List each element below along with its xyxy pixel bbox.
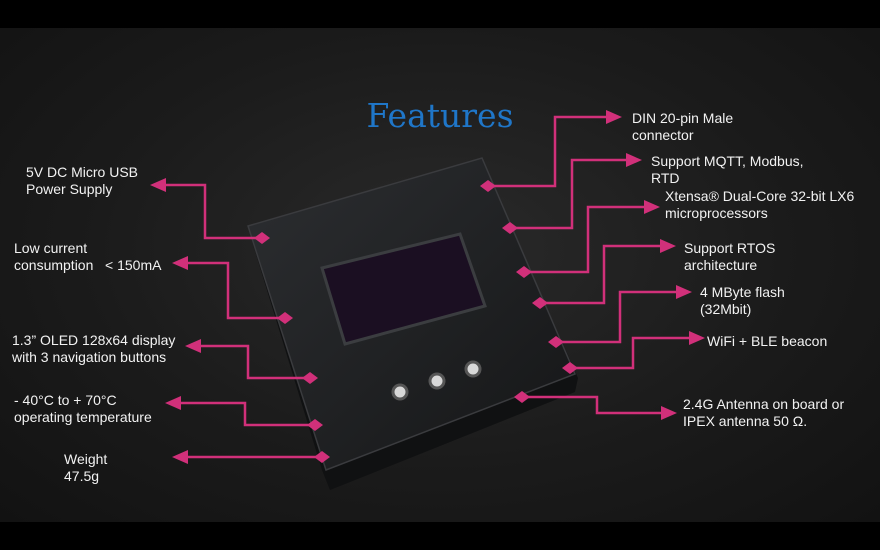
feature-line: microprocessors (665, 205, 768, 221)
feature-line: RTD (651, 170, 680, 186)
feature-line: connector (632, 127, 694, 143)
connector-line (522, 395, 665, 415)
feature-line: Power Supply (26, 181, 113, 197)
feature-line: 1.3” OLED 128x64 display (12, 332, 176, 348)
feature-line: - 40°C to + 70°C (14, 392, 117, 408)
device-photo (247, 157, 578, 490)
arrowhead-icon (676, 285, 692, 299)
feature-line: Xtensa® Dual-Core 32-bit LX6 (665, 188, 855, 204)
feature-line: Support RTOS (684, 240, 776, 256)
feature-line: (32Mbit) (700, 301, 752, 317)
nav-button-2 (428, 372, 446, 390)
feature-line: 4 MByte flash (700, 284, 785, 300)
arrowhead-icon (689, 331, 705, 345)
connector-line (197, 344, 310, 380)
feature-line: 2.4G Antenna on board or (683, 396, 845, 412)
feature-line: architecture (684, 257, 758, 273)
feature-line: IPEX antenna 50 Ω. (683, 413, 808, 429)
diamond-marker-icon (516, 266, 532, 278)
diamond-marker-icon (480, 180, 496, 192)
feature-line: with 3 navigation buttons (12, 349, 167, 365)
connector-line (184, 261, 285, 320)
nav-button-3 (464, 360, 482, 378)
feature-line: DIN 20-pin Male (632, 110, 734, 126)
diamond-marker-icon (514, 391, 530, 403)
arrowhead-icon (172, 256, 188, 270)
diamond-marker-icon (302, 372, 318, 384)
arrowhead-icon (661, 406, 677, 420)
connector-line (524, 205, 648, 274)
diamond-marker-icon (562, 362, 578, 374)
connector-line (488, 115, 610, 188)
arrowhead-icon (185, 339, 201, 353)
diamond-marker-icon (254, 232, 270, 244)
page-title: Features (366, 96, 514, 135)
connector-line (510, 158, 630, 230)
nav-button-1 (391, 383, 409, 401)
feature-line: Low current (14, 240, 88, 256)
connector-line (540, 244, 664, 305)
diamond-marker-icon (314, 451, 330, 463)
arrowhead-icon (150, 178, 166, 192)
connector-line (556, 290, 680, 344)
feature-line: 5V DC Micro USB (26, 164, 139, 180)
arrowhead-icon (644, 200, 660, 214)
diamond-marker-icon (307, 419, 323, 431)
feature-flash: 4 MByte flash(32Mbit) (700, 284, 785, 318)
oled-screen (320, 232, 487, 346)
diamond-marker-icon (548, 336, 564, 348)
arrowhead-icon (165, 396, 181, 410)
feature-line: Support MQTT, Modbus, (651, 153, 804, 169)
diamond-marker-icon (502, 222, 518, 234)
arrowhead-icon (660, 239, 676, 253)
feature-line: Weight (64, 451, 108, 467)
feature-protocols: Support MQTT, Modbus,RTD (651, 153, 804, 187)
feature-line: operating temperature (14, 409, 152, 425)
arrowhead-icon (606, 110, 622, 124)
feature-line: 47.5g (64, 468, 100, 484)
connector-line (162, 183, 262, 240)
feature-line: WiFi + BLE beacon (707, 333, 828, 349)
arrowhead-icon (626, 153, 642, 167)
feature-wireless: WiFi + BLE beacon (707, 333, 827, 350)
arrowhead-icon (172, 450, 188, 464)
diamond-marker-icon (277, 312, 293, 324)
connector-line (570, 336, 693, 370)
feature-line: consumption < 150mA (14, 257, 162, 273)
diamond-marker-icon (532, 297, 548, 309)
connector-line (177, 401, 315, 427)
